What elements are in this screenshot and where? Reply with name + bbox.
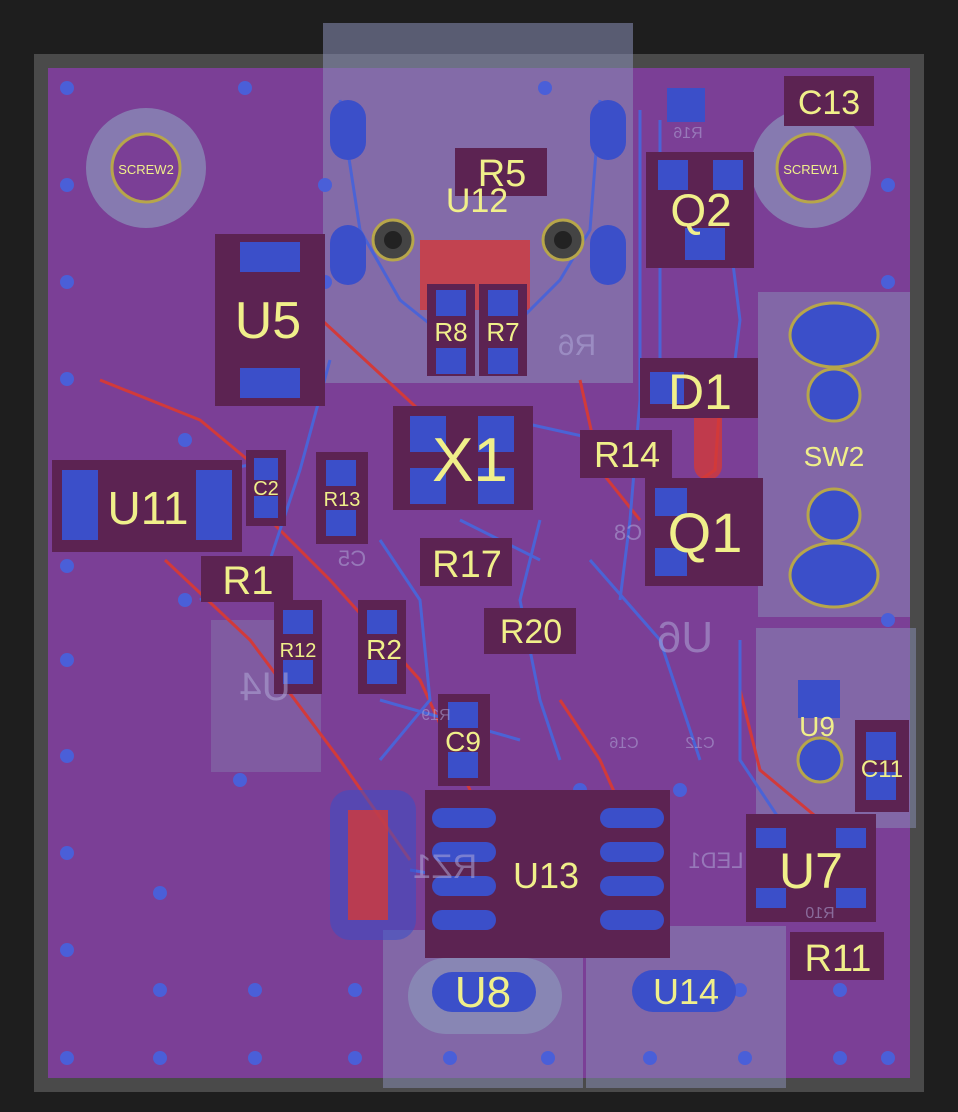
back-label-u4: U4 [239,665,290,709]
sw2-pads [788,301,880,609]
screw2-label: SCREW2 [118,162,174,177]
back-label-c16: C16 [609,735,638,752]
label-c13: C13 [798,84,860,122]
label-r8: R8 [434,317,467,347]
u8-pad [432,972,536,1012]
back-label-c12: C12 [685,735,714,752]
label-u14: U14 [653,971,719,1012]
label-d1: D1 [668,364,732,420]
label-u8: U8 [455,968,511,1017]
u14-pad [632,970,736,1012]
label-r13: R13 [324,489,361,511]
back-label-c8: C8 [614,520,642,545]
label-u9: U9 [799,711,835,742]
back-label-r19: R19 [421,707,450,724]
usb-connector-overlay [323,23,633,383]
label-r2: R2 [366,634,402,665]
screw1-hole: SCREW1 [751,108,871,228]
label-c9: C9 [445,726,481,757]
component-bodies [52,76,909,980]
label-r14: R14 [594,434,660,475]
screw2-hole: SCREW2 [86,108,206,228]
label-r17: R17 [432,544,502,586]
label-r7: R7 [486,317,519,347]
back-label-r10: R10 [805,905,834,922]
back-label-r16: R16 [673,125,702,142]
label-x1: X1 [432,426,508,495]
label-u11: U11 [108,482,189,534]
screw1-label: SCREW1 [783,162,839,177]
label-q1: Q1 [668,501,743,564]
label-c11: C11 [861,756,903,783]
label-r20: R20 [500,613,562,651]
back-label-rz1: RZ1 [413,848,477,886]
back-labels: R16 R6 C8 U6 C16 C12 R10 R19 LED1 RZ1 U4… [239,125,834,922]
back-label-u6: U6 [657,613,713,662]
label-r12: R12 [280,640,317,662]
usb-mount-holes [330,100,626,285]
label-r5: R5 [478,153,527,195]
label-u7: U7 [779,843,843,899]
back-label-c5: C5 [338,546,366,571]
label-sw2: SW2 [804,441,865,472]
label-u13: U13 [513,855,579,896]
back-label-led1: LED1 [688,848,743,873]
label-r11: R11 [805,938,872,980]
label-u12: U12 [446,182,508,220]
label-q2: Q2 [670,184,731,236]
back-label-r6: R6 [558,329,596,362]
label-r1: R1 [222,559,273,603]
label-u5: U5 [235,292,301,350]
component-labels: C13 R5 U12 Q2 U5 R8 R7 D1 X1 R14 SW2 U11… [108,84,904,1017]
label-c2: C2 [253,478,279,500]
u9-pads [796,680,844,784]
